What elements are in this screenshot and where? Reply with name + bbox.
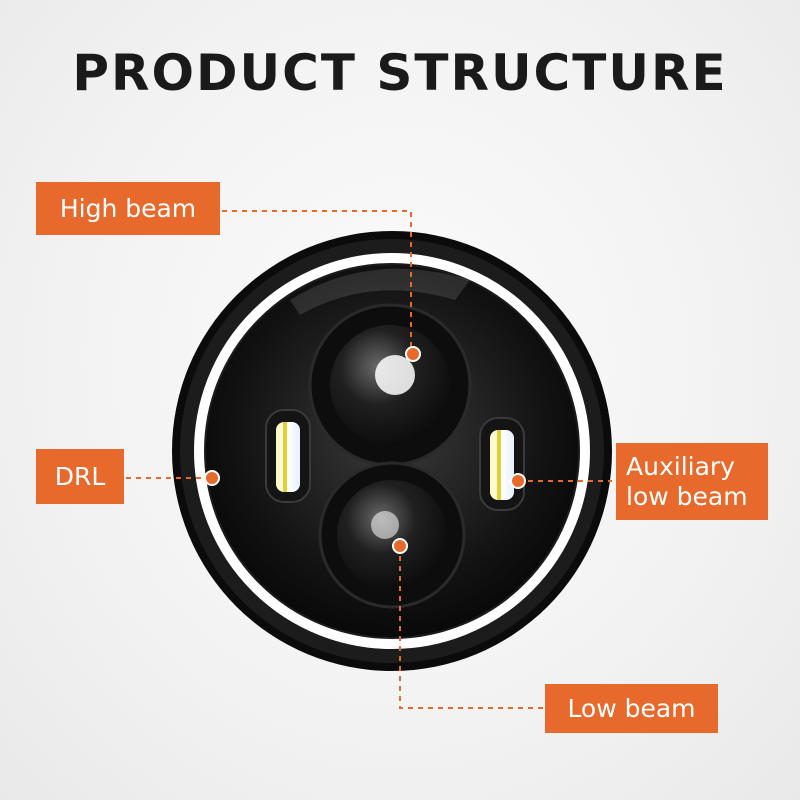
leader-low-beam <box>399 546 545 709</box>
headlight-housing <box>172 231 612 671</box>
leader-high-beam <box>222 210 412 350</box>
left-led-module <box>265 409 311 503</box>
callout-low-beam: Low beam <box>545 684 718 733</box>
drl-halo-ring <box>194 253 590 649</box>
callout-auxiliary-low-beam: Auxiliary low beam <box>616 443 768 520</box>
callout-auxiliary-line2: low beam <box>626 481 748 511</box>
page-title: PRODUCT STRUCTURE <box>72 44 728 102</box>
dot-auxiliary <box>510 473 526 489</box>
callout-low-beam-label: Low beam <box>567 694 696 723</box>
lens-glare <box>290 268 470 315</box>
dot-high-beam <box>405 346 421 362</box>
auxiliary-low-beam-module <box>479 417 525 511</box>
marker-dots <box>204 346 526 554</box>
dot-low-beam <box>392 538 408 554</box>
high-beam-projector <box>308 303 472 467</box>
callout-high-beam: High beam <box>36 182 220 235</box>
callout-drl: DRL <box>36 449 124 504</box>
callout-auxiliary-line1: Auxiliary <box>626 451 735 481</box>
dot-drl <box>204 470 220 486</box>
callout-drl-label: DRL <box>54 462 106 491</box>
leader-lines <box>126 210 612 709</box>
callout-high-beam-label: High beam <box>59 194 197 223</box>
low-beam-projector <box>318 461 466 609</box>
